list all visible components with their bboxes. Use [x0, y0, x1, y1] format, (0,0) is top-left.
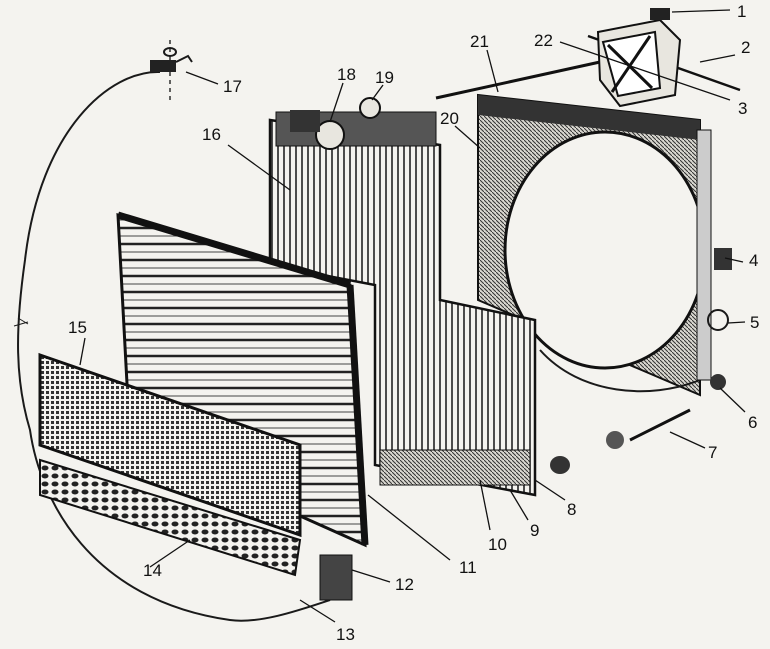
- callout-13: 13: [336, 625, 355, 644]
- cooling-hose: [17, 70, 331, 622]
- callout-18: 18: [337, 65, 356, 84]
- radiator-core: [268, 97, 537, 497]
- condenser: [39, 458, 302, 577]
- callout-4: 4: [749, 251, 758, 270]
- callout-1: 1: [737, 2, 746, 21]
- callout-labels: 1 2 3 4 5 6 7 8 9 10 11 12 13 14 15 16 1…: [68, 2, 759, 644]
- protective-grille: [38, 352, 302, 538]
- callout-11: 11: [459, 558, 477, 577]
- callout-9: 9: [530, 521, 539, 540]
- leader-lines: [79, 9, 746, 623]
- callout-16: 16: [202, 125, 221, 144]
- callout-8: 8: [567, 500, 576, 519]
- callout-10: 10: [488, 535, 507, 554]
- mounting-bracket: [319, 554, 353, 601]
- callout-7: 7: [708, 443, 717, 462]
- callout-21: 21: [470, 32, 489, 51]
- callout-12: 12: [395, 575, 414, 594]
- callout-17: 17: [223, 77, 242, 96]
- callout-19: 19: [375, 68, 394, 87]
- expansion-tank: [596, 8, 682, 108]
- callout-6: 6: [748, 413, 757, 432]
- callout-15: 15: [68, 318, 87, 337]
- callout-5: 5: [750, 313, 759, 332]
- callout-14: 14: [143, 561, 162, 580]
- callout-22: 22: [534, 31, 553, 50]
- mounting-hardware: [550, 248, 732, 474]
- callout-3: 3: [738, 99, 747, 118]
- oil-cooler: [116, 211, 369, 548]
- hose-fitting: [150, 40, 193, 100]
- callout-20: 20: [440, 109, 459, 128]
- callout-2: 2: [741, 38, 750, 57]
